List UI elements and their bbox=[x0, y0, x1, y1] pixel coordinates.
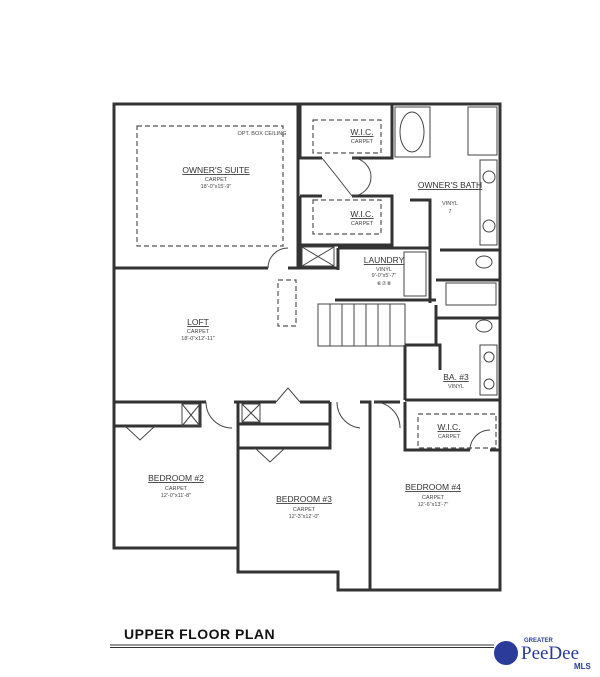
wall bbox=[403, 248, 500, 400]
exterior-wall bbox=[112, 102, 502, 592]
box-ceiling-note: OPT. BOX CEILING bbox=[238, 131, 287, 137]
bedroom2-name: BEDROOM #2 bbox=[148, 473, 204, 483]
owners-suite-size: 18'-0"x15'-9" bbox=[201, 184, 232, 190]
logo-text-suffix: MLS bbox=[574, 662, 591, 671]
logo-text-name: PeeDee bbox=[521, 643, 580, 664]
staircase bbox=[317, 303, 406, 347]
bathtub-basin bbox=[399, 111, 425, 153]
bedroom3-size: 12'-3"x12'-0" bbox=[289, 514, 320, 520]
palmetto-logo-icon bbox=[494, 641, 518, 665]
owners-bath-floor: VINYL bbox=[442, 201, 458, 207]
bathtub bbox=[394, 106, 431, 158]
bedroom3-name: BEDROOM #3 bbox=[276, 494, 332, 504]
door-swing bbox=[124, 157, 491, 463]
plan-title: UPPER FLOOR PLAN bbox=[124, 626, 276, 642]
wic-floor: CARPET bbox=[351, 221, 374, 227]
shower bbox=[467, 106, 498, 156]
bedroom2-size: 12'-0"x11'-8" bbox=[161, 493, 191, 499]
linen-closet bbox=[181, 403, 201, 427]
loft-name: LOFT bbox=[187, 317, 209, 327]
wic-floor: CARPET bbox=[351, 139, 374, 145]
vanity bbox=[479, 159, 498, 246]
toilet bbox=[475, 255, 493, 269]
wic-outline bbox=[312, 199, 382, 235]
closet-cross bbox=[301, 246, 335, 267]
ba3-floor: VINYL bbox=[448, 384, 464, 390]
attic-access bbox=[277, 279, 297, 327]
laundry-size: 9'-0"x5'-7" bbox=[372, 273, 397, 279]
sink bbox=[482, 170, 496, 184]
peedee-mls-logo: GREATER PeeDee MLS bbox=[494, 638, 600, 677]
bedroom4-floor: CARPET bbox=[422, 495, 445, 501]
owners-suite-floor: CARPET bbox=[205, 177, 228, 183]
ba3-name: BA. #3 bbox=[443, 372, 469, 382]
bedroom4-size: 12'-6"x13'-7" bbox=[418, 502, 449, 508]
bedroom2-floor: CARPET bbox=[165, 486, 188, 492]
wall bbox=[114, 398, 500, 590]
owners-suite-name: OWNER'S SUITE bbox=[182, 165, 250, 175]
linen-closet bbox=[301, 246, 335, 267]
wic-name: W.I.C. bbox=[350, 209, 373, 219]
wic-name: W.I.C. bbox=[437, 422, 460, 432]
sink bbox=[483, 378, 495, 390]
toilet bbox=[475, 319, 493, 333]
box-ceiling-outline bbox=[136, 125, 284, 247]
linen-closet bbox=[241, 403, 261, 423]
title-underline bbox=[110, 644, 494, 648]
bedroom4-name: BEDROOM #4 bbox=[405, 482, 461, 492]
washer-dryer bbox=[403, 251, 427, 297]
wic-floor: CARPET bbox=[438, 434, 461, 440]
bathtub bbox=[445, 282, 497, 306]
wall bbox=[298, 104, 394, 247]
laundry-floor: VINYL bbox=[376, 267, 392, 273]
loft-size: 18'-0"x12'-11" bbox=[181, 336, 214, 342]
logo-text-top: GREATER bbox=[524, 638, 553, 644]
sink bbox=[482, 219, 496, 233]
loft-floor: CARPET bbox=[187, 329, 210, 335]
owners-bath-name: OWNER'S BATH bbox=[418, 180, 482, 190]
wic-name: W.I.C. bbox=[350, 127, 373, 137]
owners-bath-tag: 7 bbox=[448, 209, 451, 215]
laundry-tags: ⑥⑦⑧ bbox=[377, 280, 392, 287]
wall bbox=[298, 198, 436, 303]
vanity bbox=[479, 344, 498, 396]
sink bbox=[483, 351, 495, 363]
bedroom3-floor: CARPET bbox=[293, 507, 316, 513]
wall bbox=[114, 104, 300, 270]
closet-cross bbox=[181, 403, 261, 427]
laundry-name: LAUNDRY bbox=[364, 255, 405, 265]
wic-outline bbox=[312, 119, 382, 154]
